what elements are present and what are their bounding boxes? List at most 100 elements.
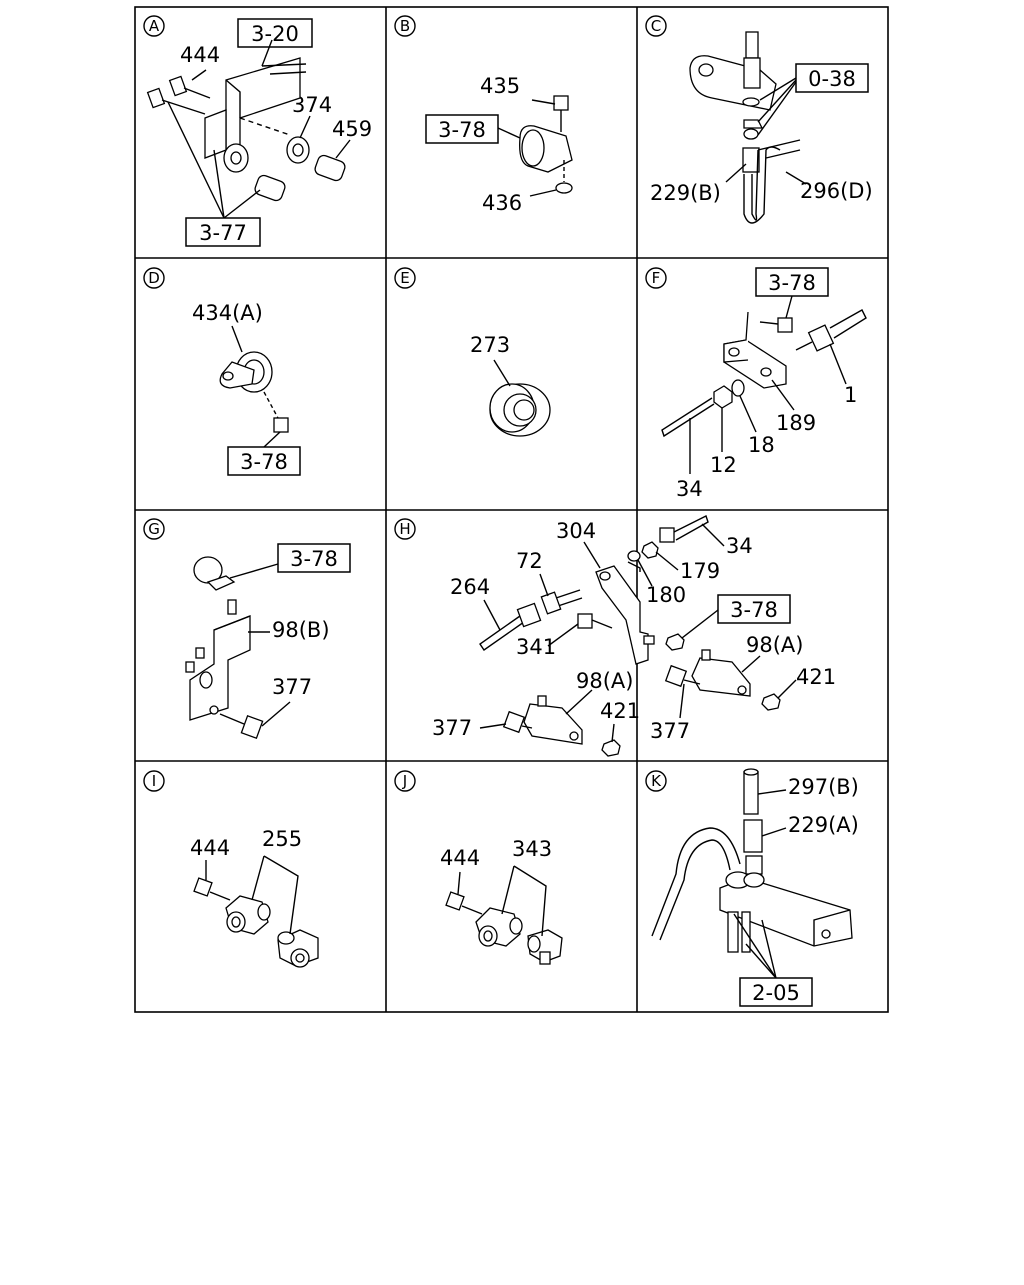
cell-k-marker [645,770,667,792]
cell-h-ref: 3-78 [730,598,778,622]
cell-h-label-34: 34 [726,534,753,558]
cell-j: J 444 343 [394,770,563,965]
cell-a-ref-top-box [237,18,313,48]
cell-a-label-459: 459 [332,117,372,141]
cell-d-ref: 3-78 [240,450,288,474]
cell-c-bracket [689,31,807,224]
cell-a-label-444: 444 [180,43,220,67]
cell-a-ref-bottom: 3-77 [199,221,247,245]
cell-h: H 304 34 72 179 264 180 3-78 341 98(A) 4… [394,515,836,757]
cell-a-bolts [146,69,211,115]
cell-f-label-18: 18 [748,433,775,457]
cell-d-letter: D [148,269,160,287]
cell-g-letter: G [148,520,160,538]
cell-j-label-343: 343 [512,837,552,861]
cell-i-label-444: 444 [190,836,230,860]
cell-f: F 3-78 1 189 18 12 34 [645,267,867,501]
cell-k-assembly [651,768,853,979]
cell-h-label-421-left: 421 [600,699,640,723]
cell-a-ref-top: 3-20 [251,22,299,46]
cell-i-marker [143,770,165,792]
cell-f-ref: 3-78 [768,271,816,295]
cell-h-label-377-left: 377 [432,716,472,740]
cell-e-grommet [489,359,551,437]
cell-h-main-bracket [479,515,725,665]
cell-f-letter: F [652,269,661,287]
cell-g-bracket [185,556,291,740]
cell-g-ref: 3-78 [290,547,338,571]
cell-h-ref-box [717,594,791,624]
cell-a-letter: A [149,17,160,35]
cell-h-lower-brackets [479,649,797,757]
cell-j-fittings [445,865,563,965]
cell-c: C 0-38 229(B) 296(D) [645,15,873,224]
cell-k-ref-box [739,977,813,1007]
cell-b-letter: B [400,17,410,35]
cell-d-ref-box [227,446,301,476]
cell-e-label-273: 273 [470,333,510,357]
cell-b-clamp [497,95,573,197]
cell-c-ref: 0-38 [808,67,856,91]
cell-c-marker [645,15,667,37]
cell-d: D 434(A) 3-78 [143,267,301,476]
cell-e-letter: E [400,269,409,287]
cell-c-letter: C [651,17,661,35]
cell-j-label-444: 444 [440,846,480,870]
cell-f-label-189: 189 [776,411,816,435]
cell-h-label-179: 179 [680,559,720,583]
cell-k-label-229a: 229(A) [788,813,859,837]
cell-f-label-1: 1 [844,383,857,407]
cell-f-bracket [661,295,867,474]
cell-i-letter: I [152,772,156,790]
cell-h-label-421-right: 421 [796,665,836,689]
cell-c-label-229b: 229(B) [650,181,721,205]
cell-h-label-72: 72 [516,549,543,573]
cell-k-label-297b: 297(B) [788,775,859,799]
cell-a-fittings [223,115,351,202]
cell-e: E 273 [394,267,551,437]
cell-c-label-296d: 296(D) [800,179,873,203]
cell-g: G 3-78 98(B) 377 [143,518,351,740]
cell-h-marker [394,518,416,540]
cell-b-ref-box [425,114,499,144]
cell-h-label-304: 304 [556,519,596,543]
cell-i-fittings [193,855,319,968]
cell-g-label-377: 377 [272,675,312,699]
cell-k-letter: K [651,772,662,790]
cell-b-marker [394,15,416,37]
diagram-grid [134,6,889,1013]
cell-c-ref-box [795,63,869,93]
cell-a: A 3-20 444 374 459 3-77 [143,15,372,247]
cell-h-label-341: 341 [516,635,556,659]
cell-g-label-98b: 98(B) [272,618,330,642]
cell-b-label-435: 435 [480,74,520,98]
cell-d-label-434a: 434(A) [192,301,263,325]
cell-i: I 444 255 [143,770,319,968]
cell-b-ref: 3-78 [438,118,486,142]
cell-b: B 435 3-78 436 [394,15,573,215]
cell-h-label-264: 264 [450,575,490,599]
cell-a-marker [143,15,165,37]
cell-k-ref: 2-05 [752,981,800,1005]
cell-f-label-34: 34 [676,477,703,501]
cell-a-ref-bottom-box [185,217,261,247]
cell-a-leaders [167,101,261,219]
cell-g-marker [143,518,165,540]
cell-i-label-255: 255 [262,827,302,851]
cell-f-ref-box [755,267,829,297]
cell-h-label-377-mid: 377 [650,719,690,743]
cell-f-label-12: 12 [710,453,737,477]
cell-d-clip [219,325,289,448]
cell-h-label-180: 180 [646,583,686,607]
cell-j-marker [394,770,416,792]
cell-h-label-98a-right: 98(A) [746,633,803,657]
cell-k: K 297(B) 229(A) 2-05 [645,768,859,1007]
cell-g-ref-box [277,543,351,573]
cell-f-marker [645,267,667,289]
cell-h-label-98a-left: 98(A) [576,669,633,693]
cell-b-label-436: 436 [482,191,522,215]
cell-j-letter: J [402,772,407,790]
cell-e-marker [394,267,416,289]
